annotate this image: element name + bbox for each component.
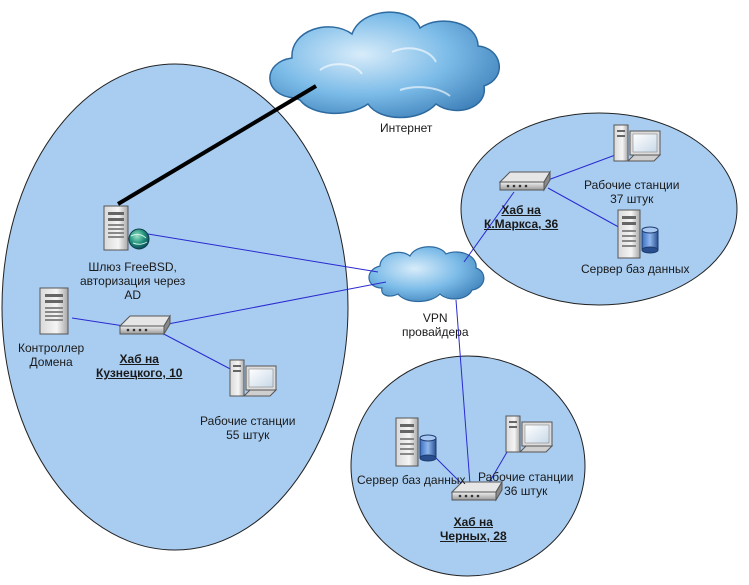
controller-label-line1: Контроллер [18, 341, 85, 355]
cherny-site-area [350, 355, 586, 577]
marx-hub-label-line1: Хаб на [501, 203, 541, 217]
gateway-label-line3: AD [124, 288, 141, 302]
domain-controller-icon [39, 287, 69, 335]
kuznetsk-hub-label: Хаб на Кузнецкого, 10 [96, 352, 182, 380]
marx-workstations-label: Рабочие станции 37 штук [584, 178, 679, 206]
gateway-vpn-link [147, 233, 379, 273]
vpn-label-line2: провайдера [402, 325, 469, 339]
globe-icon [128, 228, 150, 250]
kuznetsk-hub-icon [118, 314, 171, 336]
marx-hub-ws-link [547, 153, 619, 181]
main-workstations-label-line1: Рабочие станции [200, 414, 296, 428]
kuznetsk-hub-label-line2: Кузнецкого, 10 [96, 366, 183, 380]
marx-workstations-label-line2: 37 штук [610, 192, 654, 206]
vpn-marx-hub-link [463, 191, 515, 263]
cherny-workstations-label-line1: Рабочие станции [478, 470, 574, 484]
marx-db-server-icon [617, 209, 659, 259]
main-site-area [1, 63, 349, 551]
cherny-db-server-icon [395, 417, 437, 467]
internet-cloud-icon [269, 11, 501, 119]
cherny-hub-icon [450, 480, 503, 502]
main-workstations-label: Рабочие станции 55 штук [200, 414, 295, 442]
vpn-cloud-icon [368, 246, 485, 303]
controller-hub-link [71, 317, 125, 327]
main-workstations-label-line2: 55 штук [226, 428, 270, 442]
marx-hub-label-line2: К.Маркса, 36 [484, 217, 559, 231]
marx-hub-label: Хаб на К.Маркса, 36 [484, 203, 558, 231]
internet-uplink-line [116, 84, 318, 206]
vpn-label: VPN провайдера [402, 311, 469, 339]
kuznetsk-hub-vpn-link [167, 281, 387, 325]
controller-label: Контроллер Домена [18, 341, 84, 369]
marx-site-area [460, 112, 738, 306]
marx-workstations-label-line1: Рабочие станции [584, 178, 680, 192]
vpn-label-line1: VPN [422, 311, 448, 325]
vpn-cherny-hub-link [455, 299, 471, 485]
cherny-workstations-label-line2: 36 штук [504, 484, 548, 498]
marx-db-label: Сервер баз данных [581, 262, 690, 276]
marx-workstation-icon [613, 124, 662, 162]
gateway-label: Шлюз FreeBSD, авторизация через AD [80, 260, 185, 302]
gateway-label-line2: авторизация через [80, 274, 186, 288]
controller-label-line2: Домена [29, 355, 73, 369]
cherny-db-label: Сервер баз данных [357, 473, 466, 487]
kuznetsk-hub-label-line1: Хаб на [119, 352, 159, 366]
kuznetsk-hub-ws-link [159, 331, 237, 373]
marx-hub-icon [498, 170, 551, 192]
internet-label: Интернет [380, 121, 433, 135]
gateway-server-icon [103, 205, 129, 251]
main-workstation-icon [229, 359, 278, 397]
gateway-label-line1: Шлюз FreeBSD, [88, 260, 177, 274]
cherny-hub-label: Хаб на Черных, 28 [440, 515, 507, 543]
marx-hub-db-link [547, 187, 625, 231]
cherny-hub-label-line1: Хаб на [453, 515, 493, 529]
cherny-workstations-label: Рабочие станции 36 штук [478, 470, 573, 498]
cherny-hub-label-line2: Черных, 28 [440, 529, 507, 543]
cherny-workstation-icon [505, 415, 554, 453]
